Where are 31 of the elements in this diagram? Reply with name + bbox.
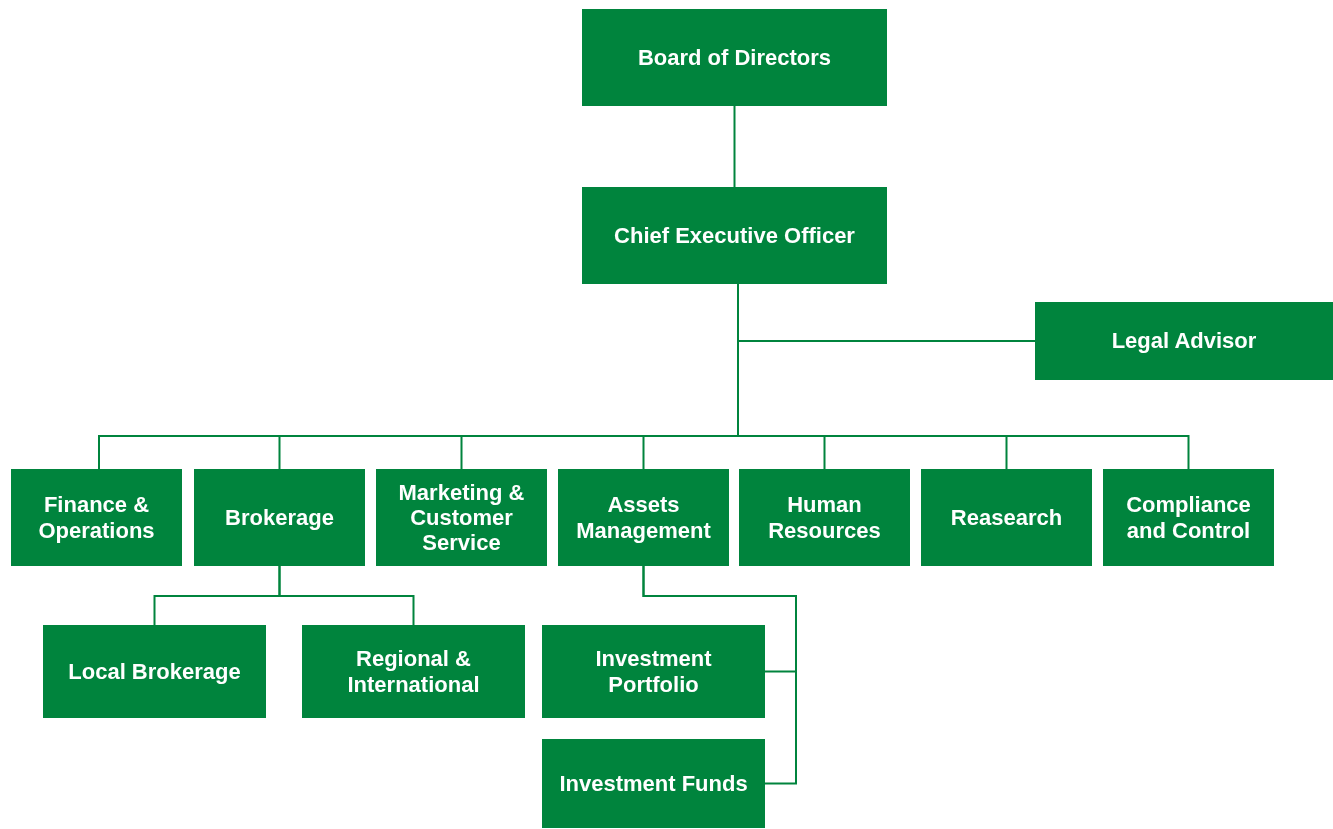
connector-line: [278, 565, 415, 626]
org-box: [542, 625, 765, 718]
box-label: Regional & International: [346, 646, 481, 697]
box-label: Investment Portfolio: [594, 646, 713, 697]
org-box: [558, 469, 729, 566]
box-label: Legal Advisor: [1111, 328, 1257, 354]
box-label: Reasearch: [950, 504, 1063, 531]
box-label: Investment Funds: [559, 770, 748, 797]
org-box: [582, 187, 887, 284]
org-box: [302, 625, 525, 718]
box-label: Human Resources: [767, 492, 882, 543]
box-label: Assets Management: [575, 492, 712, 543]
connector-line: [642, 565, 797, 785]
org-box: [1103, 469, 1274, 566]
org-box: [11, 469, 182, 566]
box-label: Marketing & Customer Service: [397, 479, 526, 556]
connector-line: [733, 105, 736, 188]
box-label: Board of Directors: [637, 44, 832, 71]
org-box: [921, 469, 1092, 566]
org-box: [582, 9, 887, 106]
box-label: Finance & Operations: [37, 492, 156, 543]
box-label: Local Brokerage: [68, 658, 241, 685]
org-box: [194, 469, 365, 566]
box-label: Chief Executive Officer: [614, 222, 855, 249]
org-box: [43, 625, 266, 718]
org-box: [1035, 302, 1333, 380]
org-box: [542, 739, 765, 828]
box-label: Brokerage: [225, 504, 334, 531]
box-label: Compliance and Control: [1125, 492, 1252, 543]
org-box: [739, 469, 910, 566]
org-box: [376, 469, 547, 566]
